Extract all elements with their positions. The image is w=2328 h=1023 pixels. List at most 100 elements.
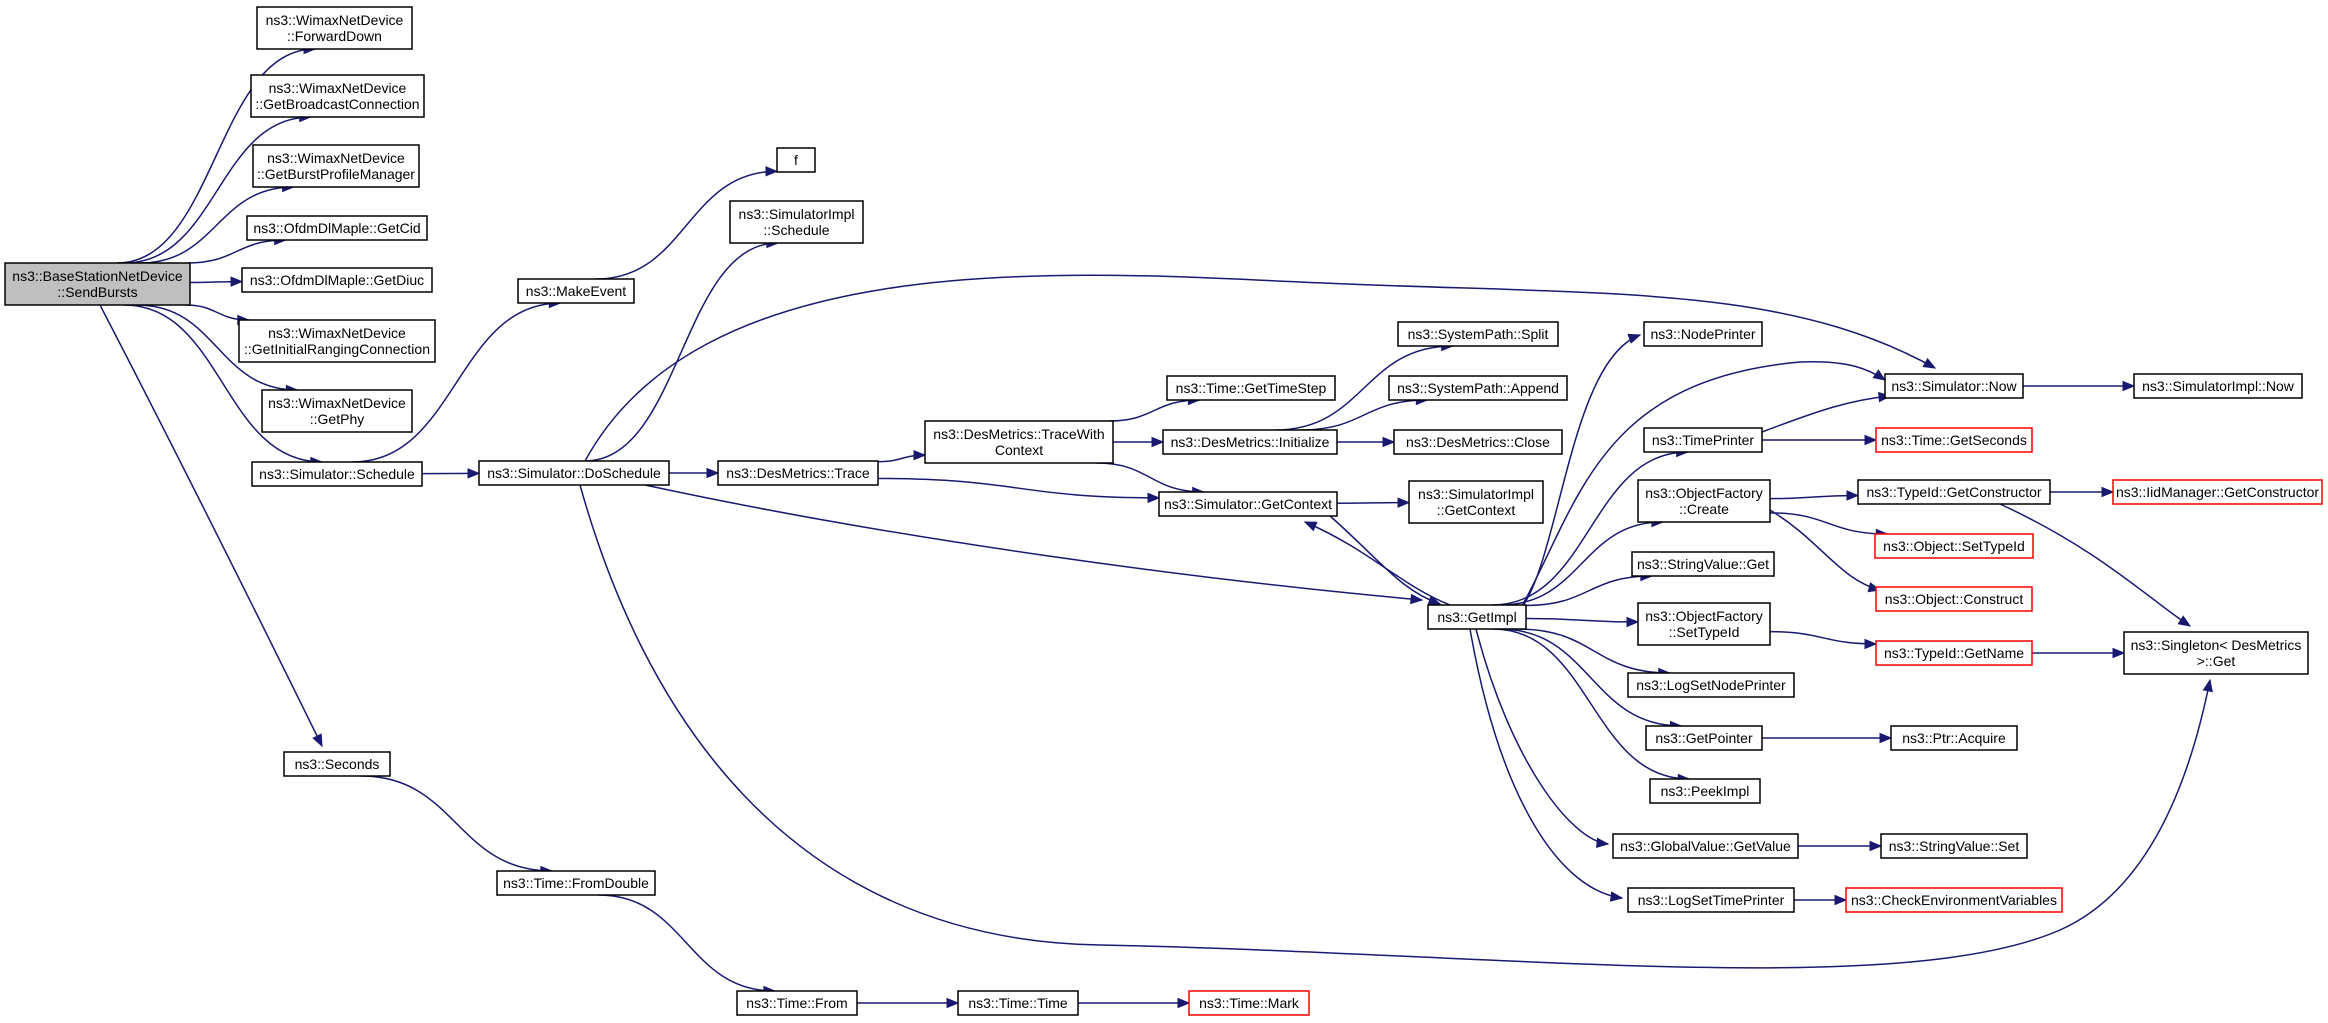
node-label-dmtwc-line-1: Context — [995, 442, 1043, 458]
node-objconstruct[interactable]: ns3::Object::Construct — [1875, 586, 2033, 612]
node-svset[interactable]: ns3::StringValue::Set — [1880, 833, 2028, 859]
node-tidgetctor[interactable]: ns3::TypeId::GetConstructor — [1857, 479, 2051, 505]
node-timepr[interactable]: ns3::TimePrinter — [1643, 427, 1763, 453]
node-iidmgr[interactable]: ns3::IidManager::GetConstructor — [2112, 479, 2323, 505]
node-getptr[interactable]: ns3::GetPointer — [1645, 725, 1763, 751]
node-gbc[interactable]: ns3::WimaxNetDevice::GetBroadcastConnect… — [250, 74, 425, 118]
arrowhead-dosched-to-simnow — [1922, 357, 1937, 369]
node-fwd[interactable]: ns3::WimaxNetDevice::ForwardDown — [256, 6, 413, 50]
node-dmclose[interactable]: ns3::DesMetrics::Close — [1393, 429, 1563, 455]
node-diuc[interactable]: ns3::OfdmDlMaple::GetDiuc — [241, 267, 433, 293]
arrowhead-simnow-to-simimplnow — [2122, 380, 2136, 392]
node-label-ofsettid-line-1: ::SetTypeId — [1669, 624, 1740, 640]
node-label-simimplctx-line-1: ::GetContext — [1437, 502, 1516, 518]
arrowhead-getimpl-to-gvgetval — [1596, 837, 1610, 849]
node-svget[interactable]: ns3::StringValue::Get — [1631, 551, 1775, 577]
node-label-spsplit-line-0: ns3::SystemPath::Split — [1408, 326, 1549, 342]
node-box-mkev — [517, 278, 635, 304]
arrowhead-getimpl-to-lstp — [1609, 891, 1624, 902]
node-dminit[interactable]: ns3::DesMetrics::Initialize — [1162, 429, 1338, 455]
node-gvgetval[interactable]: ns3::GlobalValue::GetValue — [1612, 833, 1799, 859]
node-f[interactable]: f — [776, 147, 816, 173]
node-label-gbpm-line-0: ns3::WimaxNetDevice — [267, 150, 405, 166]
node-phy[interactable]: ns3::WimaxNetDevice::GetPhy — [261, 389, 413, 433]
edge-timepr-to-simnow — [1761, 395, 1891, 433]
edge-getimpl-to-lsnp — [1518, 628, 1670, 674]
node-label-f-line-0: f — [794, 152, 798, 168]
node-spappend[interactable]: ns3::SystemPath::Append — [1388, 375, 1568, 401]
node-tgetsec[interactable]: ns3::Time::GetSeconds — [1875, 427, 2033, 453]
arrowhead-dmtwc-to-dminit — [1151, 436, 1165, 448]
arrowhead-mkev-to-f — [765, 166, 779, 177]
node-dmtrace[interactable]: ns3::DesMetrics::Trace — [717, 460, 879, 486]
node-box-svget — [1631, 551, 1775, 577]
arrowhead-dmtrace-to-getctx — [1147, 492, 1161, 504]
edge-tidgetctor-to-singleton — [1999, 503, 2191, 627]
node-sec[interactable]: ns3::Seconds — [283, 751, 391, 777]
node-box-spsplit — [1397, 321, 1559, 347]
edge-ofcreate-to-objconstruct — [1769, 509, 1881, 591]
node-ofsettid[interactable]: ns3::ObjectFactory::SetTypeId — [1637, 602, 1771, 646]
arrowhead-timepr-to-tgetsec — [1864, 434, 1878, 446]
node-lsnp[interactable]: ns3::LogSetNodePrinter — [1627, 672, 1795, 698]
node-singleton[interactable]: ns3::Singleton< DesMetrics >::Get — [2123, 631, 2309, 675]
arrowhead-getimpl-to-simnow — [1872, 369, 1887, 381]
node-label-svget-line-0: ns3::StringValue::Get — [1637, 556, 1769, 572]
node-box-objconstruct — [1875, 586, 2033, 612]
node-label-spappend-line-0: ns3::SystemPath::Append — [1397, 380, 1559, 396]
node-label-mkev-line-0: ns3::MakeEvent — [526, 283, 626, 299]
node-gbpm[interactable]: ns3::WimaxNetDevice::GetBurstProfileMana… — [252, 144, 420, 188]
node-label-tidgetctor-line-0: ns3::TypeId::GetConstructor — [1866, 484, 2041, 500]
node-simimplnow[interactable]: ns3::SimulatorImpl::Now — [2133, 373, 2303, 399]
node-ssched[interactable]: ns3::Simulator::Schedule — [251, 461, 423, 487]
node-mkev[interactable]: ns3::MakeEvent — [517, 278, 635, 304]
node-dosched[interactable]: ns3::Simulator::DoSchedule — [478, 460, 670, 486]
node-box-dosched — [478, 460, 670, 486]
node-spsplit[interactable]: ns3::SystemPath::Split — [1397, 321, 1559, 347]
arrowhead-ssched-to-dosched — [467, 468, 481, 479]
node-gts[interactable]: ns3::Time::GetTimeStep — [1166, 375, 1336, 401]
node-box-simnow — [1884, 373, 2024, 399]
node-girc[interactable]: ns3::WimaxNetDevice::GetInitialRangingCo… — [238, 319, 436, 363]
node-box-checkenv — [1845, 887, 2063, 913]
node-tidgetname[interactable]: ns3::TypeId::GetName — [1875, 640, 2033, 666]
node-label-singleton-line-1: >::Get — [2197, 653, 2236, 669]
edge-getimpl-to-timepr — [1492, 451, 1688, 606]
node-simnow[interactable]: ns3::Simulator::Now — [1884, 373, 2024, 399]
node-cid[interactable]: ns3::OfdmDlMaple::GetCid — [246, 215, 428, 241]
node-tmark[interactable]: ns3::Time::Mark — [1188, 990, 1310, 1016]
node-box-lsnp — [1627, 672, 1795, 698]
edge-ssched-to-mkev — [352, 302, 561, 463]
node-simimplctx[interactable]: ns3::SimulatorImpl::GetContext — [1408, 480, 1544, 524]
edges-layer — [99, 43, 2213, 1009]
node-tfrom[interactable]: ns3::Time::From — [736, 990, 858, 1016]
node-getimpl[interactable]: ns3::GetImpl — [1427, 604, 1527, 630]
node-box-gvgetval — [1612, 833, 1799, 859]
node-ptracq[interactable]: ns3::Ptr::Acquire — [1890, 725, 2018, 751]
node-box-cid — [246, 215, 428, 241]
node-objsettid[interactable]: ns3::Object::SetTypeId — [1874, 533, 2034, 559]
node-box-simimplnow — [2133, 373, 2303, 399]
node-root[interactable]: ns3::BaseStationNetDevice::SendBursts — [4, 262, 191, 306]
edge-ofcreate-to-tidgetctor — [1769, 494, 1859, 500]
node-box-tidgetname — [1875, 640, 2033, 666]
node-fromdbl[interactable]: ns3::Time::FromDouble — [496, 870, 656, 896]
node-nodepr[interactable]: ns3::NodePrinter — [1643, 321, 1763, 347]
node-box-ssched — [251, 461, 423, 487]
node-getctx[interactable]: ns3::Simulator::GetContext — [1158, 491, 1338, 517]
node-box-tidgetctor — [1857, 479, 2051, 505]
node-box-gbpm — [252, 144, 420, 188]
node-label-root-line-1: ::SendBursts — [57, 284, 137, 300]
edge-root-to-sec — [99, 304, 323, 747]
node-lstp[interactable]: ns3::LogSetTimePrinter — [1627, 887, 1795, 913]
node-ttime[interactable]: ns3::Time::Time — [957, 990, 1079, 1016]
node-label-timepr-line-0: ns3::TimePrinter — [1652, 432, 1755, 448]
node-box-gbc — [250, 74, 425, 118]
arrowhead-getimpl-to-nodepr — [1627, 333, 1642, 344]
arrowhead-gvgetval-to-svset — [1869, 840, 1883, 852]
node-peekimpl[interactable]: ns3::PeekImpl — [1649, 778, 1761, 804]
node-ofcreate[interactable]: ns3::ObjectFactory::Create — [1637, 479, 1771, 523]
node-simimplsched[interactable]: ns3::SimulatorImpl::Schedule — [729, 200, 864, 244]
node-checkenv[interactable]: ns3::CheckEnvironmentVariables — [1845, 887, 2063, 913]
